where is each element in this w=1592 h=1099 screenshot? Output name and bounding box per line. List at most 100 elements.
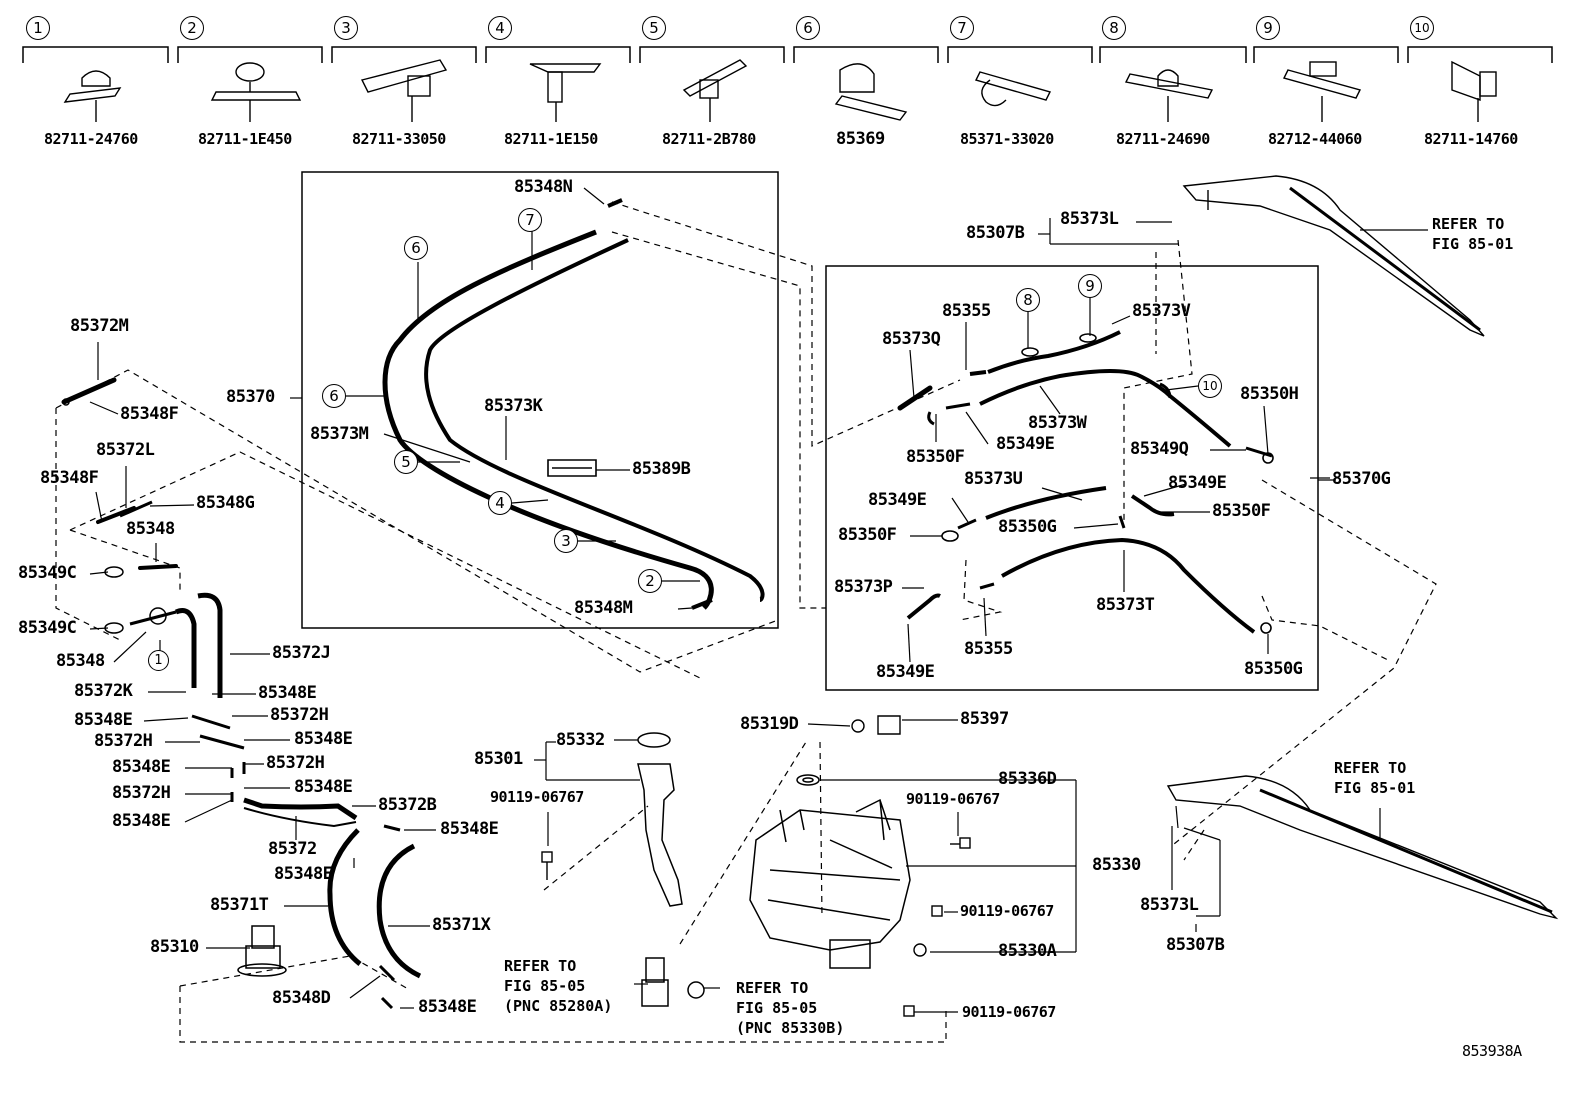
part-label[interactable]: 85301 [474, 749, 523, 769]
part-label[interactable]: 85349E [876, 662, 935, 682]
refer-to-text: REFER TO [1432, 215, 1505, 233]
refer-note-lower[interactable]: REFER TO FIG 85-01 [1334, 758, 1415, 798]
part-label[interactable]: 85348E [112, 757, 171, 777]
part-label[interactable]: 85348N [514, 177, 573, 197]
clip-part-number[interactable]: 82712-44060 [1268, 130, 1362, 148]
part-label[interactable]: 85370 [226, 387, 275, 407]
clip-bracket-icon [1451, 60, 1497, 122]
part-label[interactable]: 90119-06767 [960, 902, 1054, 920]
part-label[interactable]: 85332 [556, 730, 605, 750]
part-label[interactable]: 85348E [112, 811, 171, 831]
part-label[interactable]: 85330A [998, 941, 1057, 961]
part-label[interactable]: 85336D [998, 769, 1057, 789]
part-label[interactable]: 85372H [94, 731, 153, 751]
clip-part-number[interactable]: 82711-33050 [352, 130, 446, 148]
part-label[interactable]: 85348 [126, 519, 175, 539]
clip-part-number[interactable]: 85371-33020 [960, 130, 1054, 148]
clip-part-number[interactable]: 85369 [836, 129, 885, 149]
part-label[interactable]: 85373U [964, 469, 1023, 489]
part-label[interactable]: 85348G [196, 493, 255, 513]
part-label[interactable]: 85372 [268, 839, 317, 859]
part-label[interactable]: 85348E [258, 683, 317, 703]
part-label[interactable]: 85350G [998, 517, 1057, 537]
part-label[interactable]: 85350F [1212, 501, 1271, 521]
part-label[interactable]: 85355 [964, 639, 1013, 659]
part-label[interactable]: 90119-06767 [906, 790, 1000, 808]
part-label[interactable]: 85348E [274, 864, 333, 884]
part-label[interactable]: 85373K [484, 396, 543, 416]
clip-part-number[interactable]: 82711-2B780 [662, 130, 756, 148]
part-label[interactable]: 85310 [150, 937, 199, 957]
part-label[interactable]: 85348F [40, 468, 99, 488]
part-label[interactable]: 85350F [906, 447, 965, 467]
part-label[interactable]: 85348E [294, 777, 353, 797]
part-label[interactable]: 85355 [942, 301, 991, 321]
part-label[interactable]: 85319D [740, 714, 799, 734]
part-label[interactable]: 85373P [834, 577, 893, 597]
part-label[interactable]: 85349C [18, 618, 77, 638]
part-label[interactable]: 85372K [74, 681, 133, 701]
part-label[interactable]: 85373L [1140, 895, 1199, 915]
part-label[interactable]: 85349Q [1130, 439, 1189, 459]
clip-part-number[interactable]: 82711-24760 [44, 130, 138, 148]
left-hose-group [61, 377, 422, 1010]
part-label[interactable]: 90119-06767 [490, 788, 584, 806]
part-label[interactable]: 85348E [440, 819, 499, 839]
part-label[interactable]: 85348 [56, 651, 105, 671]
clip-part-number[interactable]: 82711-1E150 [504, 130, 598, 148]
clip-part-number[interactable]: 82711-14760 [1424, 130, 1518, 148]
part-label[interactable]: 85397 [960, 709, 1009, 729]
refer-note-upper[interactable]: REFER TO FIG 85-01 [1432, 214, 1513, 254]
part-label[interactable]: 85373L [1060, 209, 1119, 229]
part-label[interactable]: 85373T [1096, 595, 1155, 615]
part-label[interactable]: 85349E [1168, 473, 1227, 493]
part-label[interactable]: 85370G [1332, 469, 1391, 489]
hose-box-85370 [301, 171, 779, 629]
clip-callout-6: 6 [796, 16, 820, 40]
clip-tab-icon [529, 63, 602, 122]
part-label[interactable]: 85373Q [882, 329, 941, 349]
part-label[interactable]: 85348E [294, 729, 353, 749]
part-label[interactable]: 85350F [838, 525, 897, 545]
clip-push-pin-icon [63, 70, 122, 122]
part-label[interactable]: 85372L [96, 440, 155, 460]
part-label[interactable]: 85373W [1028, 413, 1087, 433]
part-label[interactable]: 85350G [1244, 659, 1303, 679]
part-label[interactable]: 85348E [418, 997, 477, 1017]
part-label[interactable]: 85371X [432, 915, 491, 935]
clip-part-number[interactable]: 82711-24690 [1116, 130, 1210, 148]
part-label[interactable]: 85373V [1132, 301, 1191, 321]
part-label[interactable]: 85307B [966, 223, 1025, 243]
refer-note-grommet[interactable]: REFER TO FIG 85-05 (PNC 85330B) [736, 978, 844, 1038]
part-label[interactable]: 85307B [1166, 935, 1225, 955]
part-label[interactable]: 85372B [378, 795, 437, 815]
part-label[interactable]: 85350H [1240, 384, 1299, 404]
part-label[interactable]: 85372J [272, 643, 331, 663]
refer-fig-text: FIG 85-05 [736, 999, 818, 1017]
part-label[interactable]: 85372H [266, 753, 325, 773]
clip-callout-10: 10 [1198, 374, 1222, 398]
part-label[interactable]: 85330 [1092, 855, 1141, 875]
refer-note-pump[interactable]: REFER TO FIG 85-05 (PNC 85280A) [504, 956, 612, 1016]
clip-callout-7: 7 [518, 208, 542, 232]
part-label[interactable]: 85349E [996, 434, 1055, 454]
part-label[interactable]: 85349C [18, 563, 77, 583]
refer-fig-text: FIG 85-01 [1334, 779, 1416, 797]
clip-callout-5: 5 [642, 16, 666, 40]
clip-part-number[interactable]: 82711-1E450 [198, 130, 292, 148]
part-label[interactable]: 85372H [270, 705, 329, 725]
part-label[interactable]: 85348D [272, 988, 331, 1008]
part-label[interactable]: 85389B [632, 459, 691, 479]
dashed-guides [55, 201, 1437, 1043]
part-label[interactable]: 85348M [574, 598, 633, 618]
part-label[interactable]: 85348E [74, 710, 133, 730]
part-label[interactable]: 90119-06767 [962, 1003, 1056, 1021]
part-label[interactable]: 85371T [210, 895, 269, 915]
leader-lines [89, 187, 1428, 1013]
part-label[interactable]: 85348F [120, 404, 179, 424]
part-label[interactable]: 85372H [112, 783, 171, 803]
part-label[interactable]: 85373M [310, 424, 369, 444]
part-label[interactable]: 85372M [70, 316, 129, 336]
part-label[interactable]: 85349E [868, 490, 927, 510]
